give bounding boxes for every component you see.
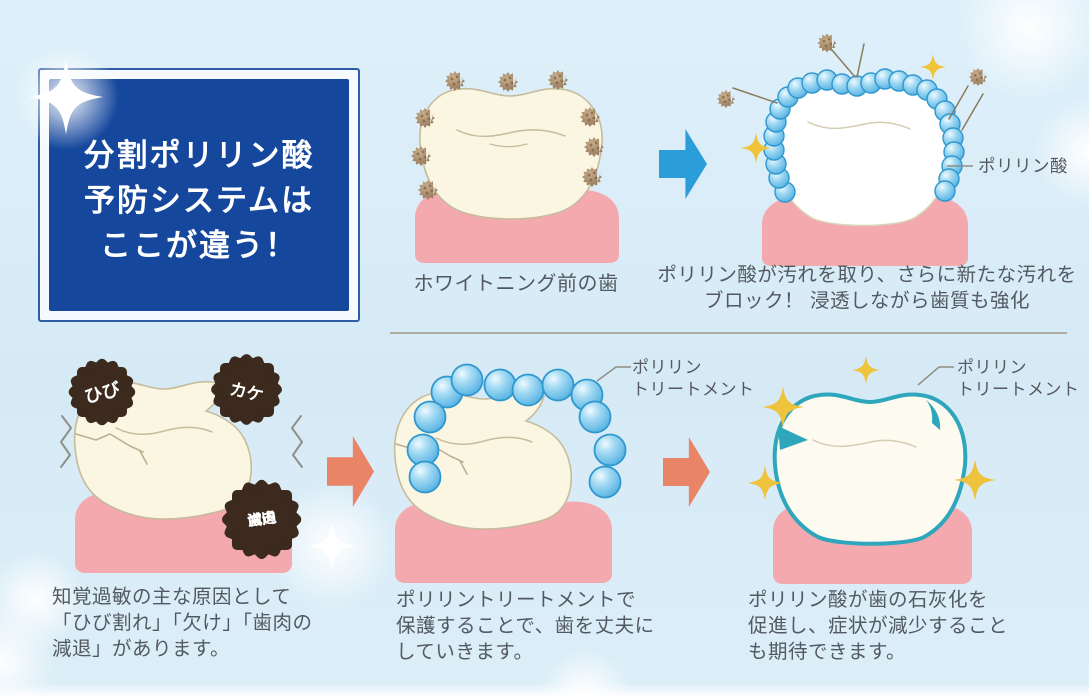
chip-badge: カケ bbox=[209, 352, 285, 428]
before-caption: ホワイトニング前の歯 bbox=[413, 273, 619, 295]
treatment-illustration bbox=[378, 352, 673, 588]
treatment-caption: ポリリントリートメントで 保護することで、歯を丈夫に していきます。 bbox=[396, 587, 676, 665]
polyphosphate-protection-illustration bbox=[700, 20, 1000, 270]
deflection-lines bbox=[732, 43, 984, 131]
treatment-caption-line1: ポリリントリートメントで bbox=[396, 589, 637, 611]
problem-caption-line3: 減退」があります。 bbox=[52, 638, 231, 660]
light-glow bbox=[0, 604, 58, 696]
treatment-label-line1: ポリリン bbox=[632, 358, 702, 377]
light-glow bbox=[1030, 94, 1089, 210]
repaired-crack-patch bbox=[778, 426, 808, 450]
occlusal-line bbox=[489, 143, 528, 148]
restored-tooth-illustration bbox=[728, 350, 1030, 586]
crack-badge: ひび bbox=[66, 356, 138, 428]
tooth-illustration bbox=[419, 87, 603, 220]
damaged-tooth-illustration: ひび カケ 歯肉 減退 bbox=[40, 352, 325, 584]
coated-tooth-illustration bbox=[772, 392, 968, 546]
chip-badge-label: カケ bbox=[227, 379, 266, 405]
crack-badge-label: ひび bbox=[82, 378, 123, 408]
polyphosphate-bubbles bbox=[763, 68, 965, 203]
treatment-label: ポリリン トリートメント bbox=[632, 357, 755, 401]
problem-caption-line2: 「ひび割れ」「欠け」「歯肉の bbox=[52, 612, 313, 634]
result-label-line1: ポリリン bbox=[957, 358, 1027, 377]
result-caption-line2: 促進し、症状が減少すること bbox=[748, 615, 1009, 637]
repaired-chip-patch bbox=[926, 400, 941, 430]
after-caption: ポリリン酸が汚れを取り、さらに新たな汚れを ブロック！ 浸透しながら歯質も強化 bbox=[652, 262, 1082, 314]
treatment-bubbles bbox=[406, 363, 627, 499]
title-box-inner: 分割ポリリン酸 予防システムは ここが違う！ bbox=[49, 79, 349, 311]
title-line-1: 分割ポリリン酸 bbox=[83, 137, 315, 173]
white-tooth-illustration bbox=[768, 80, 956, 227]
result-label: ポリリン トリートメント bbox=[957, 357, 1080, 401]
result-caption-line3: も期待できます。 bbox=[748, 641, 907, 663]
flow-arrow-orange-icon bbox=[327, 436, 374, 507]
title-line-3: ここが違う！ bbox=[100, 227, 298, 263]
treatment-label-line2: トリートメント bbox=[632, 380, 755, 399]
after-caption-line2: ブロック！ 浸透しながら歯質も強化 bbox=[704, 290, 1030, 312]
occlusal-line bbox=[812, 439, 917, 448]
before-whitening-illustration bbox=[395, 58, 640, 270]
result-label-line2: トリートメント bbox=[957, 380, 1080, 399]
after-caption-line1: ポリリン酸が汚れを取り、さらに新たな汚れを bbox=[657, 264, 1077, 286]
occlusal-line bbox=[456, 129, 566, 138]
title-box: 分割ポリリン酸 予防システムは ここが違う！ bbox=[38, 68, 360, 322]
treatment-caption-line3: していきます。 bbox=[396, 641, 534, 663]
result-caption: ポリリン酸が歯の石灰化を 促進し、症状が減少すること も期待できます。 bbox=[748, 587, 1028, 665]
problem-caption-line1: 知覚過敏の主な原因として bbox=[52, 586, 292, 608]
result-caption-line1: ポリリン酸が歯の石灰化を bbox=[748, 589, 989, 611]
problem-caption: 知覚過敏の主な原因として 「ひび割れ」「欠け」「歯肉の 減退」があります。 bbox=[52, 584, 332, 662]
gum-badge-line2: 減退 bbox=[246, 510, 278, 530]
title-line-2: 予防システムは bbox=[83, 182, 315, 218]
bottom-fade bbox=[0, 683, 1089, 696]
gum-recession-badge: 歯肉 減退 bbox=[220, 478, 304, 562]
occlusal-line bbox=[807, 121, 911, 130]
polyphosphate-label: ポリリン酸 bbox=[978, 156, 1068, 176]
zigzag-pain-lines bbox=[60, 415, 303, 468]
treatment-caption-line2: 保護することで、歯を丈夫に bbox=[396, 615, 655, 637]
